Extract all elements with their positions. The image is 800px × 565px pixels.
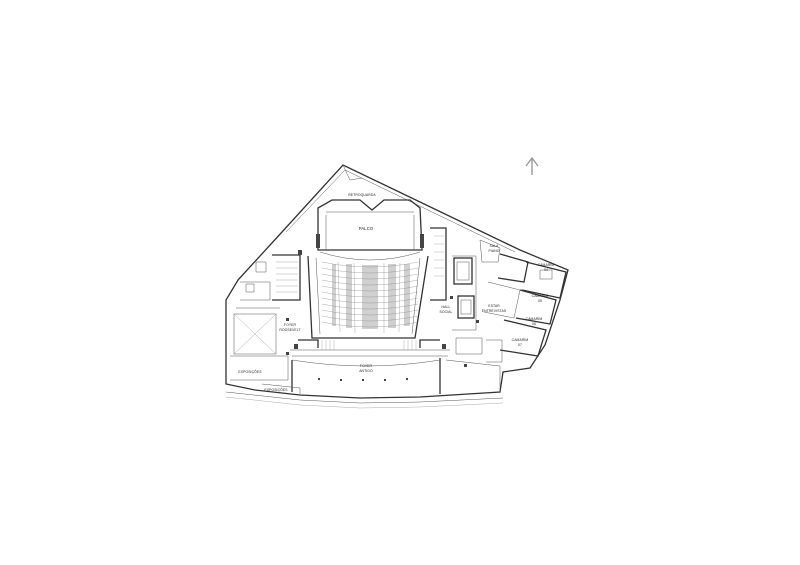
left-wing xyxy=(230,250,302,395)
label-palco: PALCO xyxy=(359,226,374,231)
label-estar-1: ESTAR xyxy=(488,304,500,308)
right-wing xyxy=(430,227,567,392)
label-exposicoes-b: EXPOSIÇÕES xyxy=(264,387,288,392)
label-sala-piano-1: SALA xyxy=(489,244,499,248)
room-labels: RETROQUARDA PALCO SALA PIANO CAMARIM 04 … xyxy=(238,193,554,392)
foyer-antigo-area xyxy=(291,358,441,394)
label-retroquarda: RETROQUARDA xyxy=(348,193,376,197)
label-camarim-05-2: 05 xyxy=(538,299,542,303)
stage xyxy=(316,199,424,261)
rear-lobby xyxy=(290,339,450,357)
label-camarim-07-2: 07 xyxy=(518,343,522,347)
auditorium-seating xyxy=(307,255,429,339)
label-foyer-antigo-2: ANTIGO xyxy=(359,369,373,373)
label-camarim-04-2: 04 xyxy=(544,268,548,272)
building-outline xyxy=(225,164,569,409)
north-arrow-icon xyxy=(525,156,539,175)
label-hall-social-1: HALL xyxy=(442,305,451,309)
label-foyer-roosevelt-2: ROOSEVELT xyxy=(279,328,300,332)
label-hall-social-2: SOCIAL xyxy=(439,310,452,314)
label-sala-piano-2: PIANO xyxy=(488,249,499,253)
label-foyer-antigo-1: FOYER xyxy=(360,364,373,368)
label-camarim-07-1: CAMARIM xyxy=(512,338,529,342)
label-exposicoes-a: EXPOSIÇÕES xyxy=(238,369,262,374)
label-camarim-05-1: CAMARIM xyxy=(532,294,549,298)
label-camarim-06-2: 06 xyxy=(532,322,536,326)
label-camarim-04-1: CAMARIM xyxy=(538,263,555,267)
label-foyer-roosevelt-1: FOYER xyxy=(284,323,297,327)
label-camarim-06-1: CAMARIM xyxy=(526,317,543,321)
label-estar-2: ENTREVISTAS xyxy=(482,309,507,313)
